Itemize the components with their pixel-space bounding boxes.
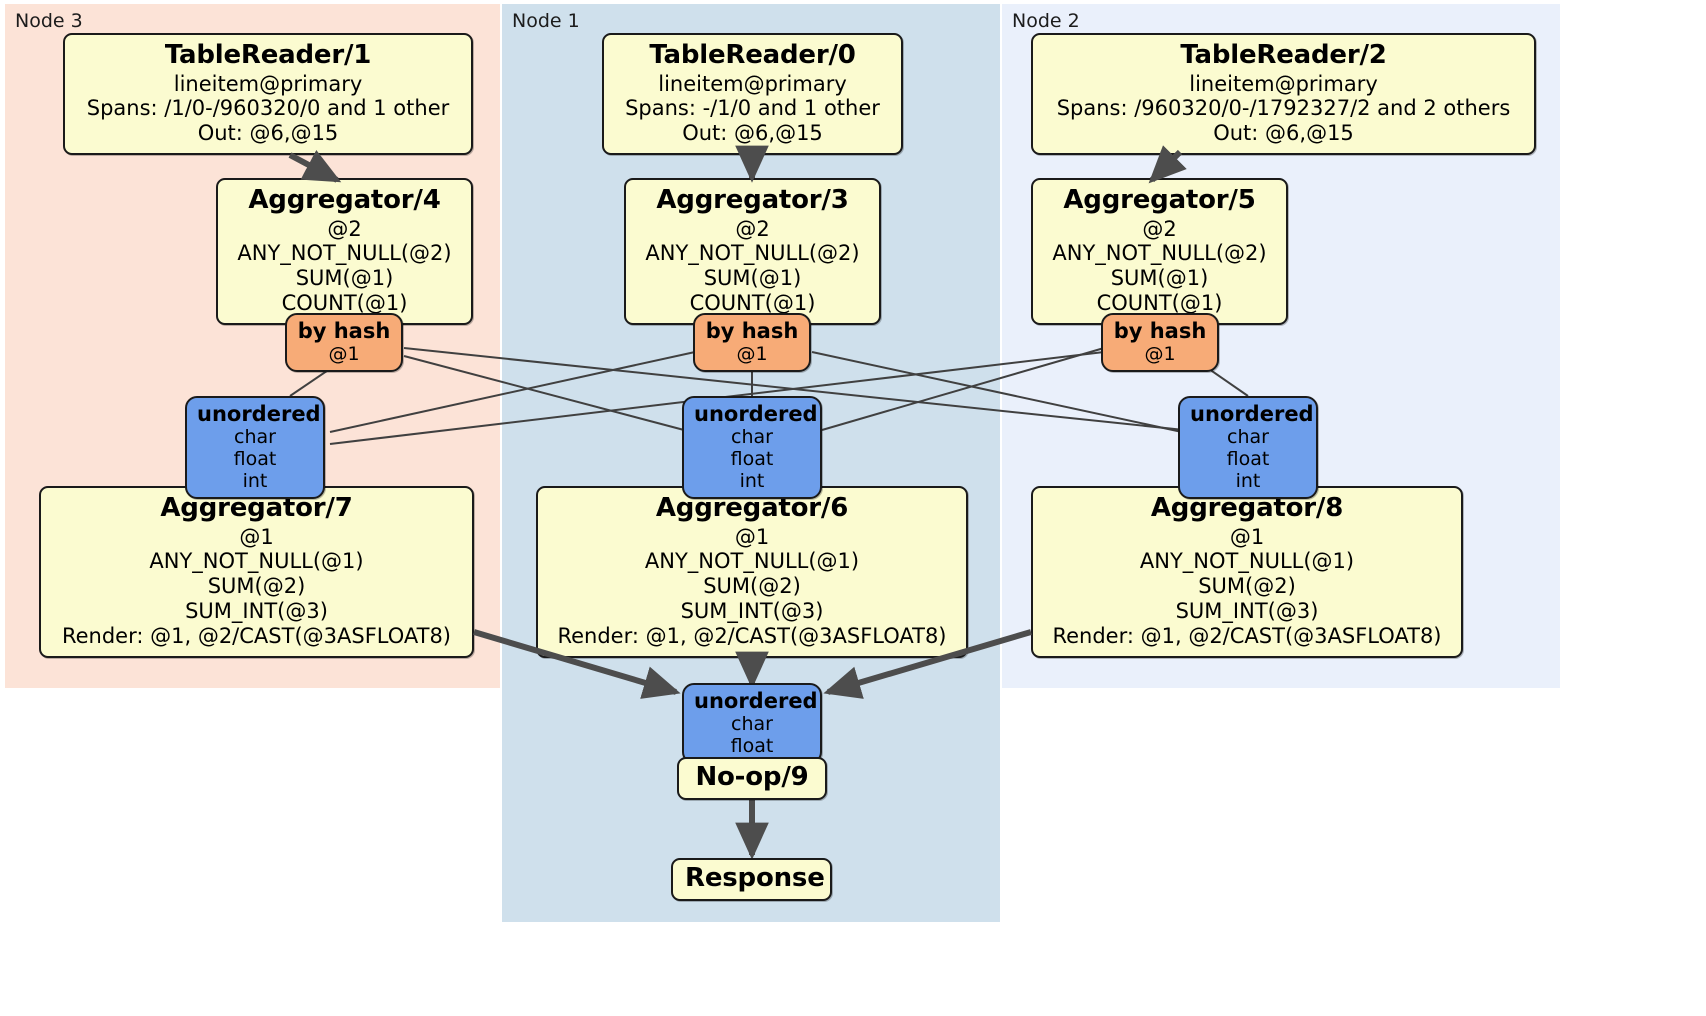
synchronizer-type-float: float bbox=[730, 735, 774, 758]
processor-detail-spans: Spans: -/1/0 and 1 other bbox=[625, 96, 880, 121]
router-detail-column: @1 bbox=[328, 343, 360, 366]
processor-table-reader-1[interactable]: TableReader/1 lineitem@primary Spans: /1… bbox=[63, 33, 473, 155]
router-title: by hash bbox=[705, 319, 799, 343]
synchronizer-type-char: char bbox=[731, 713, 773, 736]
processor-detail-groupby: @1 bbox=[239, 524, 274, 549]
processor-detail-agg-3: COUNT(@1) bbox=[689, 290, 816, 315]
router-title: by hash bbox=[1113, 319, 1207, 343]
processor-title: Aggregator/5 bbox=[1063, 185, 1256, 215]
processor-table-reader-2[interactable]: TableReader/2 lineitem@primary Spans: /9… bbox=[1031, 33, 1536, 155]
processor-detail-agg-3: SUM_INT(@3) bbox=[185, 598, 328, 623]
processor-detail-agg-1: ANY_NOT_NULL(@2) bbox=[1052, 241, 1267, 266]
processor-detail-groupby: @1 bbox=[734, 524, 770, 549]
synchronizer-unordered-node3[interactable]: unordered char float int bbox=[185, 396, 325, 500]
processor-aggregator-7[interactable]: Aggregator/7 @1 ANY_NOT_NULL(@1) SUM(@2)… bbox=[39, 486, 474, 658]
processor-detail-agg-2: SUM(@1) bbox=[295, 266, 394, 291]
router-title: by hash bbox=[297, 319, 391, 343]
processor-detail-agg-3: COUNT(@1) bbox=[1096, 290, 1223, 315]
processor-detail-agg-1: ANY_NOT_NULL(@1) bbox=[1139, 549, 1355, 574]
processor-title: TableReader/0 bbox=[649, 40, 856, 70]
processor-detail-groupby: @2 bbox=[735, 216, 770, 241]
processor-response[interactable]: Response bbox=[671, 858, 832, 901]
processor-title: No-op/9 bbox=[695, 762, 809, 792]
processor-detail-agg-1: ANY_NOT_NULL(@2) bbox=[645, 241, 860, 266]
processor-title: TableReader/2 bbox=[1180, 40, 1387, 70]
processor-title: Response bbox=[685, 863, 825, 893]
processor-detail-agg-3: SUM_INT(@3) bbox=[680, 598, 824, 623]
synchronizer-unordered-node2[interactable]: unordered char float int bbox=[1178, 396, 1318, 500]
processor-detail-out: Out: @6,@15 bbox=[682, 121, 823, 146]
processor-detail-agg-3: SUM_INT(@3) bbox=[1175, 598, 1319, 623]
processor-detail-agg-2: SUM(@1) bbox=[1110, 266, 1209, 291]
processor-detail-agg-2: SUM(@2) bbox=[207, 574, 306, 599]
synchronizer-unordered-node1[interactable]: unordered char float int bbox=[682, 396, 822, 500]
processor-detail-agg-2: SUM(@2) bbox=[1198, 574, 1296, 599]
processor-detail-out: Out: @6,@15 bbox=[1213, 121, 1354, 146]
processor-table-reader-0[interactable]: TableReader/0 lineitem@primary Spans: -/… bbox=[602, 33, 903, 155]
processor-detail-agg-2: SUM(@2) bbox=[703, 574, 801, 599]
processor-detail-agg-3: COUNT(@1) bbox=[281, 290, 408, 315]
node-panel-label-node3: Node 3 bbox=[15, 10, 83, 32]
processor-detail-render: Render: @1, @2/CAST(@3ASFLOAT8) bbox=[61, 623, 452, 648]
synchronizer-type-char: char bbox=[234, 426, 276, 449]
processor-title: TableReader/1 bbox=[164, 40, 372, 70]
synchronizer-type-float: float bbox=[730, 448, 774, 471]
node-panel-label-node1: Node 1 bbox=[512, 10, 580, 32]
synchronizer-type-int: int bbox=[242, 470, 268, 493]
processor-aggregator-3[interactable]: Aggregator/3 @2 ANY_NOT_NULL(@2) SUM(@1)… bbox=[624, 178, 881, 325]
synchronizer-title: unordered bbox=[694, 689, 818, 713]
synchronizer-unordered-final[interactable]: unordered char float bbox=[682, 683, 822, 765]
router-by-hash-node2[interactable]: by hash @1 bbox=[1101, 313, 1219, 373]
processor-detail-table: lineitem@primary bbox=[658, 71, 847, 96]
processor-detail-table: lineitem@primary bbox=[173, 71, 363, 96]
processor-detail-groupby: @2 bbox=[1142, 216, 1177, 241]
processor-detail-groupby: @1 bbox=[1229, 524, 1265, 549]
processor-detail-agg-2: SUM(@1) bbox=[703, 266, 802, 291]
router-detail-column: @1 bbox=[1144, 343, 1176, 366]
processor-detail-out: Out: @6,@15 bbox=[197, 121, 339, 146]
processor-title: Aggregator/4 bbox=[248, 185, 441, 215]
processor-detail-groupby: @2 bbox=[327, 216, 362, 241]
processor-aggregator-8[interactable]: Aggregator/8 @1 ANY_NOT_NULL(@1) SUM(@2)… bbox=[1031, 486, 1463, 658]
router-by-hash-node1[interactable]: by hash @1 bbox=[693, 313, 811, 373]
processor-title: Aggregator/3 bbox=[656, 185, 849, 215]
synchronizer-type-char: char bbox=[1227, 426, 1269, 449]
processor-detail-agg-1: ANY_NOT_NULL(@2) bbox=[237, 241, 452, 266]
node-panel-label-node2: Node 2 bbox=[1012, 10, 1080, 32]
router-detail-column: @1 bbox=[736, 343, 768, 366]
processor-detail-render: Render: @1, @2/CAST(@3ASFLOAT8) bbox=[1052, 623, 1442, 648]
processor-detail-agg-1: ANY_NOT_NULL(@1) bbox=[644, 549, 860, 574]
processor-detail-spans: Spans: /960320/0-/1792327/2 and 2 others bbox=[1056, 96, 1511, 121]
processor-detail-table: lineitem@primary bbox=[1189, 71, 1378, 96]
processor-detail-spans: Spans: /1/0-/960320/0 and 1 other bbox=[86, 96, 450, 121]
processor-aggregator-5[interactable]: Aggregator/5 @2 ANY_NOT_NULL(@2) SUM(@1)… bbox=[1031, 178, 1288, 325]
router-by-hash-node3[interactable]: by hash @1 bbox=[285, 313, 403, 373]
processor-detail-agg-1: ANY_NOT_NULL(@1) bbox=[149, 549, 364, 574]
processor-aggregator-6[interactable]: Aggregator/6 @1 ANY_NOT_NULL(@1) SUM(@2)… bbox=[536, 486, 968, 658]
synchronizer-title: unordered bbox=[1190, 402, 1314, 426]
processor-aggregator-4[interactable]: Aggregator/4 @2 ANY_NOT_NULL(@2) SUM(@1)… bbox=[216, 178, 473, 325]
processor-detail-render: Render: @1, @2/CAST(@3ASFLOAT8) bbox=[557, 623, 947, 648]
synchronizer-title: unordered bbox=[694, 402, 818, 426]
processor-noop-9[interactable]: No-op/9 bbox=[677, 757, 827, 800]
synchronizer-title: unordered bbox=[197, 402, 321, 426]
synchronizer-type-float: float bbox=[233, 448, 277, 471]
synchronizer-type-int: int bbox=[1235, 470, 1261, 493]
synchronizer-type-int: int bbox=[739, 470, 765, 493]
synchronizer-type-float: float bbox=[1226, 448, 1270, 471]
synchronizer-type-char: char bbox=[731, 426, 773, 449]
